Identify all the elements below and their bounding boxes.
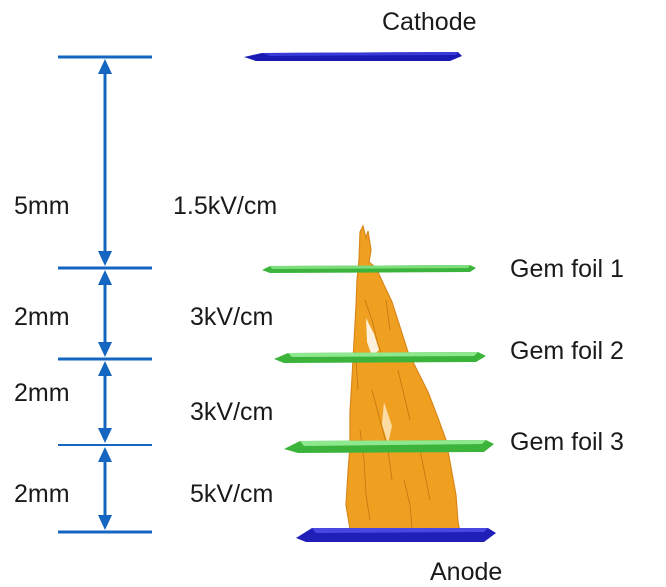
- arrowhead-down-3: [98, 428, 112, 443]
- gap-2-field: 3kV/cm: [190, 303, 274, 331]
- gem-foil-1: [262, 265, 476, 273]
- gap-3-field: 3kV/cm: [190, 398, 274, 426]
- cathode-label: Cathode: [382, 8, 477, 36]
- anode-label: Anode: [430, 558, 503, 586]
- gap-2-distance: 2mm: [14, 303, 70, 331]
- gem-foils: [262, 265, 494, 453]
- anode-plate: [296, 528, 496, 542]
- gap-4-field: 5kV/cm: [190, 480, 274, 508]
- gap-4-distance: 2mm: [14, 480, 70, 508]
- arrowhead-up-3: [98, 361, 112, 376]
- arrowhead-up-4: [98, 447, 112, 462]
- gem-foil-1-label: Gem foil 1: [510, 255, 624, 283]
- gap-3-distance: 2mm: [14, 379, 70, 407]
- gem-foil-2-label: Gem foil 2: [510, 337, 624, 365]
- gem-foil-3: [284, 440, 494, 453]
- arrowhead-down-4: [98, 515, 112, 530]
- gem-foil-3-label: Gem foil 3: [510, 428, 624, 456]
- dimension-lines: [58, 55, 152, 534]
- gem-foil-2: [274, 352, 486, 363]
- arrowhead-up-1: [98, 59, 112, 74]
- cathode-plate: [244, 52, 462, 61]
- arrowhead-down-1: [98, 251, 112, 266]
- arrowhead-down-2: [98, 342, 112, 357]
- gap-1-distance: 5mm: [14, 192, 70, 220]
- arrowhead-up-2: [98, 270, 112, 285]
- gap-1-field: 1.5kV/cm: [173, 192, 278, 220]
